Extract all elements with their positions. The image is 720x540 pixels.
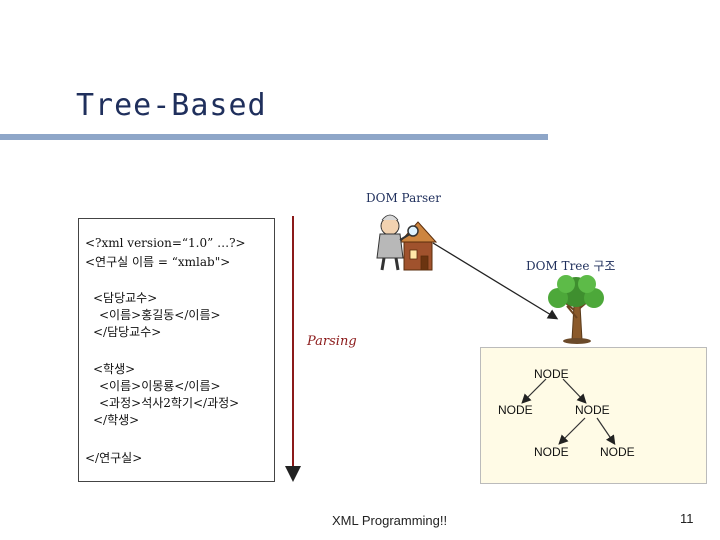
xml-line: <학생>	[93, 362, 136, 376]
tree-clipart-icon	[548, 275, 604, 344]
xml-line: <연구실 이름 = “xmlab">	[85, 255, 231, 269]
tree-node: NODE	[534, 367, 569, 381]
tree-node: NODE	[534, 445, 569, 459]
node-tree-box: NODE NODE NODE NODE NODE	[480, 347, 707, 484]
node-edge	[562, 378, 587, 404]
slide-footer: XML Programming!!	[332, 513, 448, 528]
parser-to-tree-arrow	[432, 242, 559, 320]
page-number: 11	[680, 511, 694, 526]
node-edge	[558, 417, 586, 445]
tree-node: NODE	[498, 403, 533, 417]
xml-line: </연구실>	[85, 451, 143, 465]
xml-line: <담당교수>	[93, 291, 158, 305]
xml-line: <과정>석사2학기</과정>	[99, 396, 240, 410]
slide-title: Tree-Based	[76, 88, 267, 123]
title-rule	[0, 134, 548, 140]
node-edge	[521, 378, 547, 404]
xml-line: <?xml version=“1.0” …?>	[85, 236, 246, 250]
xml-line: <이름>이몽룡</이름>	[99, 379, 221, 393]
dom-parser-label: DOM Parser	[366, 191, 441, 205]
dom-parser-clipart-icon	[376, 214, 438, 271]
dom-tree-label: DOM Tree 구조	[526, 259, 616, 273]
tree-node: NODE	[600, 445, 635, 459]
node-edge	[596, 417, 616, 445]
tree-node: NODE	[575, 403, 610, 417]
parsing-label: Parsing	[307, 334, 357, 349]
xml-line: <이름>홍길동</이름>	[99, 308, 221, 322]
xml-document-box: <?xml version=“1.0” …?> <연구실 이름 = “xmlab…	[78, 218, 275, 482]
xml-line: </담당교수>	[93, 325, 162, 339]
node-tree-connectors	[521, 378, 616, 445]
xml-line: </학생>	[93, 413, 140, 427]
